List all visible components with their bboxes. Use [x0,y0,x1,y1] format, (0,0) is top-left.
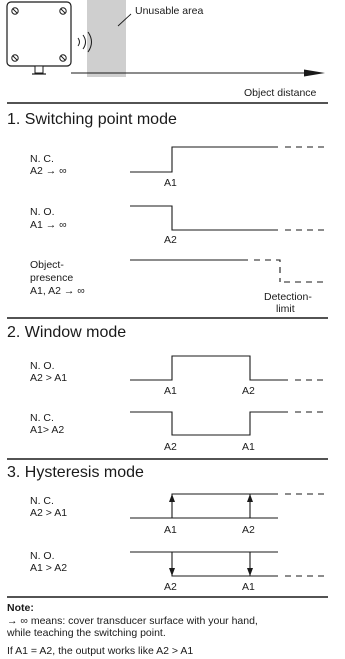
signal-continuation [254,259,281,282]
row-label: A2 > A1 [30,507,67,519]
axis-label: Object distance [244,87,317,99]
threshold-label: A1 [164,524,177,536]
note-heading: Note: [7,602,34,614]
unusable-area [87,0,126,77]
signal-segment [12,8,18,14]
signal-row: N. C. A1> A2 A2 A1 [30,411,325,453]
unusable-leader [117,13,132,27]
row-label: Object- [30,259,64,271]
signal-trace [130,146,278,173]
row-label: N. C. [30,412,54,424]
arrow-down-icon [247,568,253,576]
threshold-label: A2 [164,234,177,246]
row-label: A2 → ∞ [30,165,67,177]
threshold-label: A1 [242,441,255,453]
row-label: limit [276,303,295,315]
threshold-label: A1 [164,385,177,397]
signal-row: N. O. A1 > A2 A2 A1 [30,550,325,593]
signal-trace [130,411,288,436]
arrow-down-icon [169,568,175,576]
note: Note: → ∞ means: cover transducer surfac… [6,602,258,657]
row-label: A1> A2 [30,424,64,436]
row-label: N. O. [30,206,55,218]
signal-segment [12,55,18,61]
threshold-label: A2 [242,524,255,536]
signal-row: N. O. A1 → ∞ A2 [30,205,325,246]
section-title: 3. Hysteresis mode [7,464,144,481]
arrow-up-icon [169,494,175,502]
section-title: 1. Switching point mode [7,111,177,128]
row-label: A2 > A1 [30,372,67,384]
section-title: 2. Window mode [7,324,126,341]
row-label: N. C. [30,495,54,507]
signal-segment [171,493,278,518]
threshold-label: A1 [164,177,177,189]
distance-arrow-icon [304,69,325,77]
signal-row: N. C. A2 > A1 A1 A2 [30,493,325,536]
signal-segment [82,34,86,50]
signal-trace [130,205,278,231]
signal-row: N. C. A2 → ∞ A1 [30,146,325,189]
signal-trace [130,355,288,381]
threshold-label: A2 [164,581,177,593]
sensor-illustration: Unusable area Object distance [6,0,325,99]
threshold-label: A2 [242,385,255,397]
signal-row: Object- presence A1, A2 → ∞ Detection- l… [30,259,325,315]
signal-segment [60,8,66,14]
sound-waves-icon [77,31,92,53]
note-line: If A1 = A2, the output works like A2 > A… [7,645,193,657]
threshold-label: A2 [164,441,177,453]
row-label: presence [30,272,73,284]
row-label: N. C. [30,153,54,165]
signal-segment [77,37,80,47]
signal-row: N. O. A2 > A1 A1 A2 [30,355,325,397]
note-line: while teaching the switching point. [6,627,166,639]
row-label: A1 > A2 [30,562,67,574]
sensor-connector [34,65,44,74]
threshold-label: A1 [242,581,255,593]
row-label: A1, A2 → ∞ [30,285,85,297]
note-line: → ∞ means: cover transducer surface with… [7,615,258,627]
row-label: N. O. [30,550,55,562]
unusable-area-label: Unusable area [135,5,203,17]
signal-segment [87,31,92,53]
row-label: A1 → ∞ [30,219,67,231]
row-label: N. O. [30,360,55,372]
signal-segment [60,55,66,61]
row-label: Detection- [264,291,312,303]
signal-segment [171,552,278,577]
arrow-up-icon [247,494,253,502]
